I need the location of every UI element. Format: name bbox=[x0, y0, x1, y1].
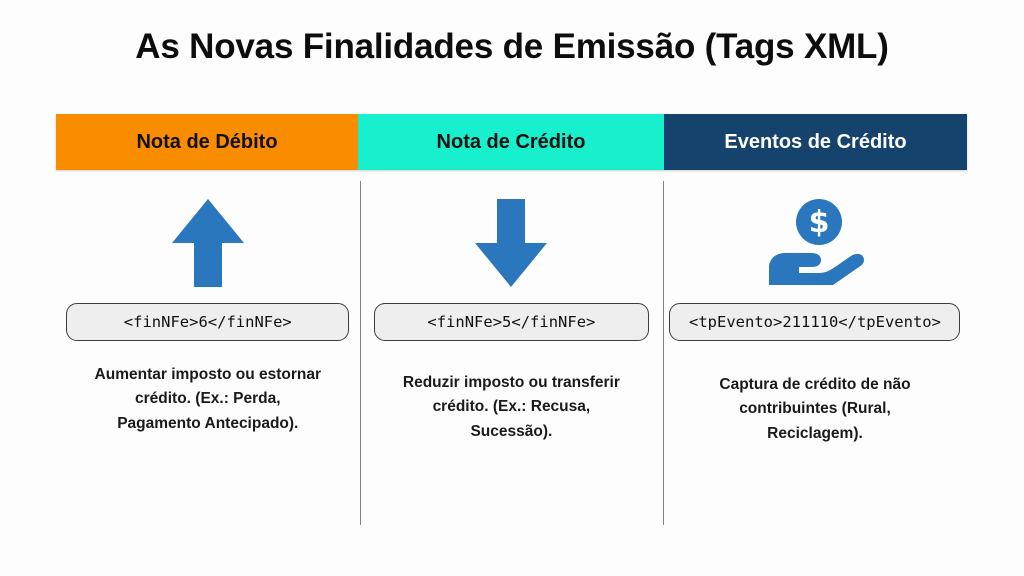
svg-text:$: $ bbox=[809, 205, 830, 240]
arrow-down-icon bbox=[473, 190, 549, 295]
column-nota-de-debito: <finNFe>6</finNFe> Aumentar imposto ou e… bbox=[56, 181, 360, 531]
code-chip-finnfe-6[interactable]: <finNFe>6</finNFe> bbox=[66, 303, 350, 341]
column-header-label: Nota de Débito bbox=[136, 130, 278, 153]
code-chip-text: <finNFe>6</finNFe> bbox=[123, 313, 292, 331]
column-header-eventos-de-credito[interactable]: Eventos de Crédito bbox=[664, 114, 967, 170]
column-header-label: Nota de Crédito bbox=[436, 130, 586, 153]
arrow-up-icon bbox=[170, 190, 246, 295]
column-divider-right bbox=[663, 181, 664, 525]
code-chip-text: <tpEvento>211110</tpEvento> bbox=[689, 313, 941, 331]
column-headers: Nota de Débito Nota de Crédito Eventos d… bbox=[56, 114, 967, 170]
column-description: Captura de crédito de não contribuintes … bbox=[719, 376, 911, 442]
code-chip-text: <finNFe>5</finNFe> bbox=[427, 313, 596, 331]
column-header-nota-de-debito[interactable]: Nota de Débito bbox=[56, 114, 358, 170]
column-description: Aumentar imposto ou estornar crédito. (E… bbox=[94, 366, 322, 432]
column-divider-left bbox=[360, 181, 361, 525]
code-chip-tpevento-211110[interactable]: <tpEvento>211110</tpEvento> bbox=[669, 303, 961, 341]
hand-holding-dollar-icon: $ bbox=[763, 190, 867, 295]
column-description: Reduzir imposto ou transferir crédito. (… bbox=[402, 374, 620, 440]
column-header-label: Eventos de Crédito bbox=[724, 130, 907, 153]
column-header-nota-de-credito[interactable]: Nota de Crédito bbox=[358, 114, 664, 170]
column-bodies: <finNFe>6</finNFe> Aumentar imposto ou e… bbox=[56, 181, 967, 531]
column-eventos-de-credito: $ <tpEvento>211110</tpEvento> Captura de… bbox=[663, 181, 967, 531]
code-chip-finnfe-5[interactable]: <finNFe>5</finNFe> bbox=[373, 303, 649, 341]
column-nota-de-credito: <finNFe>5</finNFe> Reduzir imposto ou tr… bbox=[360, 181, 664, 531]
page-title: As Novas Finalidades de Emissão (Tags XM… bbox=[135, 27, 889, 66]
